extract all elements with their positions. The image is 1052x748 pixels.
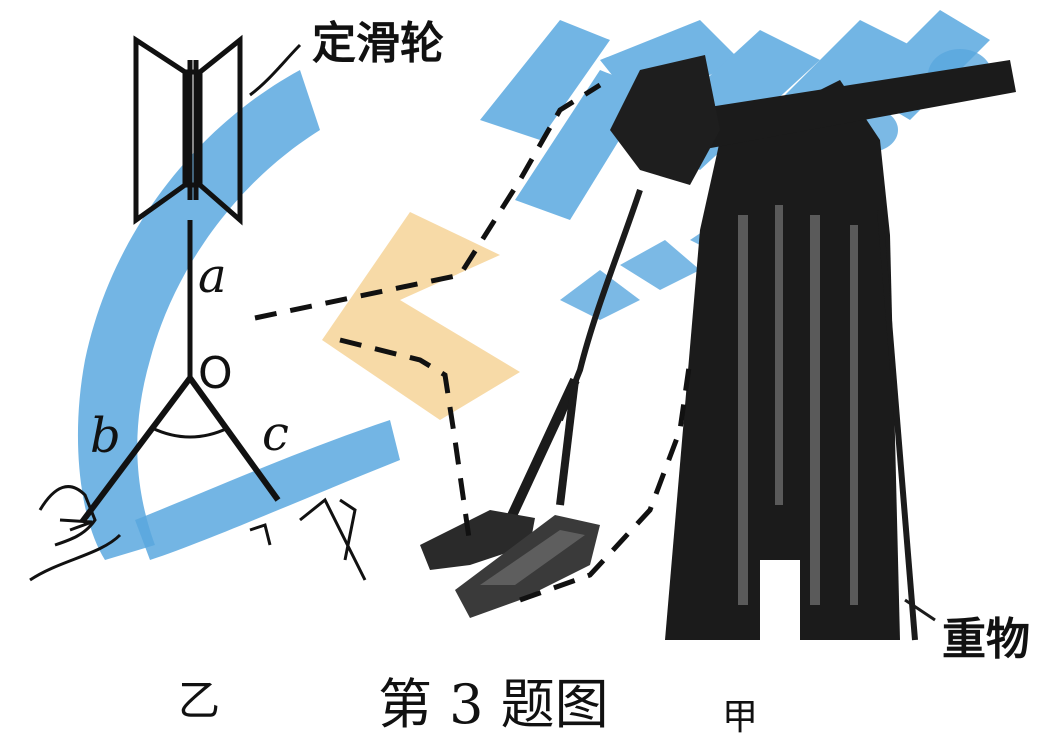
rope-b [79,376,193,524]
rope-c-label: c [262,406,289,462]
figure-yi-label: 乙 [178,676,221,725]
figure-caption: 第 3 题图 [378,673,609,736]
photo-jia [254,55,1016,641]
dashed-lower [519,359,693,603]
fixed-pulley-label: 定滑轮 [312,18,444,69]
rope-a-label: a [198,248,227,304]
weight-rope [877,209,918,641]
rope-branch-right [556,379,579,506]
weight-label: 重物 [942,614,1030,665]
point-o-label: O [198,348,233,399]
log-left [420,510,535,570]
rope-branch-left [505,377,580,523]
dashed-outlines [254,82,693,603]
dashed-middle [339,337,473,546]
hands-sketch [29,485,367,582]
weight-leader [904,598,936,622]
figure-jia-label: 甲 [722,697,759,738]
pulley-bracket [610,55,720,185]
rope-main [557,189,643,422]
rope-b-label: b [90,408,121,464]
rope-c [187,376,281,502]
watermark-orange-chevron [322,212,520,420]
angle-arc [151,426,229,439]
tower-slots [738,205,858,605]
fixed-pulley-drawing [133,34,243,226]
diagram-yi [29,34,367,582]
log-highlight [480,530,585,585]
pulley-leader-line [249,43,302,97]
tower-opening [760,560,800,640]
top-beam [690,60,1016,150]
